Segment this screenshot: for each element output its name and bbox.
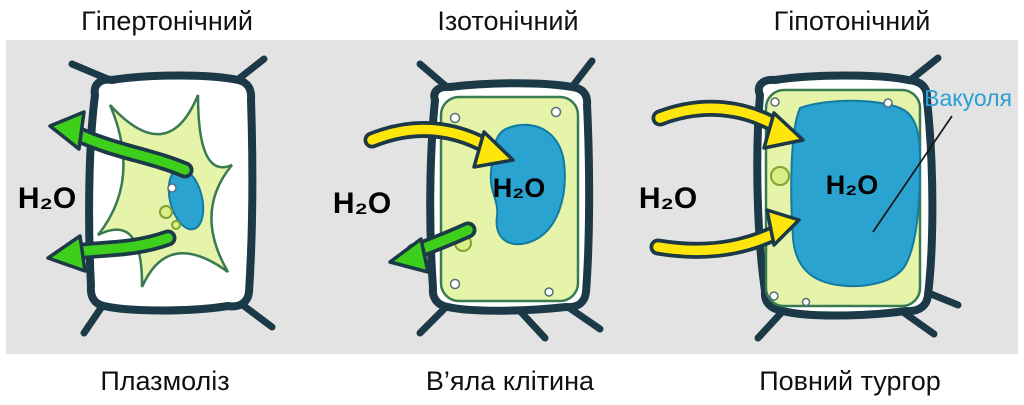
- caption-plasmolysis: Плазмоліз: [100, 366, 229, 396]
- organelle: [769, 291, 779, 301]
- organelle: [159, 205, 173, 219]
- h2o-label-outside: H₂O: [639, 182, 697, 215]
- organelle: [449, 112, 461, 124]
- shrunken-protoplast: [97, 94, 233, 288]
- caption-flaccid-cell: В’яла клітина: [426, 366, 595, 396]
- cell-wall-junction: [754, 308, 786, 342]
- title-hypotonic: Гіпотонічний: [774, 6, 931, 36]
- water-outflow-arrow: [388, 221, 477, 274]
- vacuole-pointer-line: [872, 115, 953, 233]
- water-inflow-arrow: [363, 121, 515, 169]
- cell-wall-junction: [899, 308, 938, 338]
- cell-wall-junction: [80, 301, 107, 337]
- hypertonic-cell: H₂O: [18, 55, 276, 337]
- organelle: [449, 278, 461, 290]
- cell-wall-junction: [516, 307, 549, 342]
- organelle: [770, 97, 780, 107]
- water-inflow-arrow-bottom: [649, 208, 801, 259]
- caption-full-turgor: Повний тургор: [759, 366, 941, 396]
- title-isotonic: Ізотонічний: [437, 6, 578, 36]
- organelle: [550, 106, 562, 118]
- organelle: [770, 166, 790, 186]
- organelle: [167, 183, 177, 193]
- water-outflow-arrow-top: [48, 110, 194, 179]
- cell-wall-junction: [416, 303, 450, 337]
- title-hypertonic: Гіпертонічний: [81, 6, 253, 36]
- h2o-label-inside: H₂O: [493, 173, 546, 203]
- organelle: [171, 220, 181, 230]
- isotonic-cell: H₂O H₂O: [333, 57, 604, 342]
- h2o-label-outside: H₂O: [333, 187, 391, 220]
- organelle: [801, 297, 811, 307]
- vacuole-label: Вакуоля: [924, 85, 1012, 111]
- water-inflow-arrow-top: [651, 99, 805, 150]
- organelle: [544, 287, 554, 297]
- cell-wall-junction: [568, 57, 596, 91]
- h2o-label-inside: H₂O: [826, 170, 879, 200]
- organelle: [883, 98, 893, 108]
- cell-wall-junction: [236, 299, 276, 331]
- water-outflow-arrow-bottom: [46, 229, 177, 273]
- hypotonic-cell: H₂O H₂O Вакуоля: [639, 54, 1012, 342]
- h2o-label-outside: H₂O: [18, 182, 76, 215]
